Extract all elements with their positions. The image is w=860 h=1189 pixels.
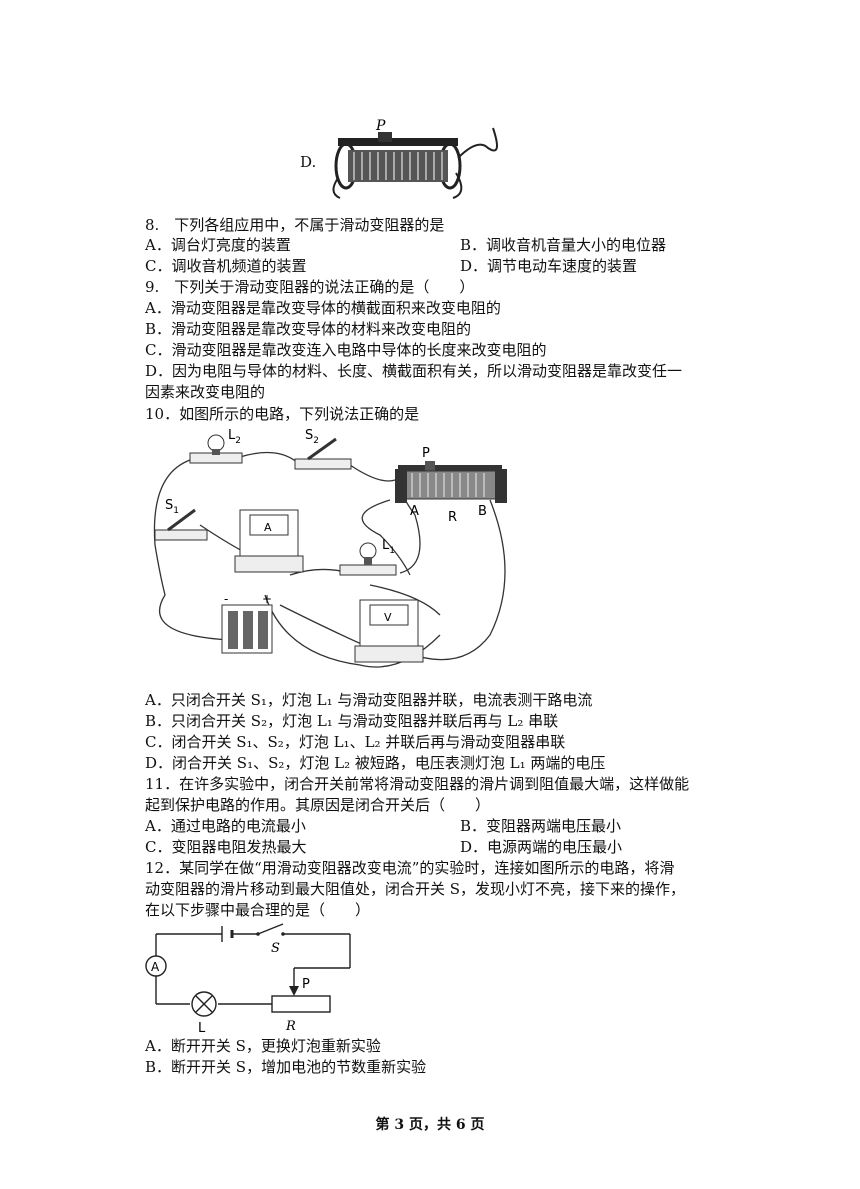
voltmeter: V: [354, 599, 424, 663]
svg-text:R: R: [448, 510, 457, 525]
switch-s2: S2: [294, 428, 352, 470]
q10-circuit-figure: L2 S2 S1 A L1 P: [153, 428, 507, 668]
q11-option-d: D．电源两端的电压最小: [460, 838, 623, 856]
q9-option-b: B．滑动变阻器是靠改变导体的材料来改变电阻的: [145, 320, 472, 338]
page-footer: 第 3 页，共 6 页: [375, 1117, 485, 1133]
q11-option-b: B．变阻器两端电压最小: [460, 817, 622, 835]
svg-text:L2: L2: [228, 428, 241, 446]
ammeter: A: [234, 509, 304, 573]
q10-option-c: C．闭合开关 S₁、S₂，灯泡 L₁、L₂ 并联后再与滑动变阻器串联: [145, 733, 566, 751]
q11-stem-line2: 起到保护电路的作用。其原因是闭合开关后（ ）: [145, 796, 491, 814]
q11-option-a: A．通过电路的电流最小: [145, 817, 306, 835]
svg-text:A: A: [264, 521, 272, 534]
q8-option-d: D．调节电动车速度的装置: [460, 257, 638, 275]
lamp-l1: L1: [339, 538, 397, 576]
svg-text:B: B: [478, 504, 487, 519]
svg-text:L1: L1: [382, 538, 395, 556]
rheostat: P A R B: [395, 446, 507, 525]
svg-text:+: +: [262, 592, 272, 606]
q8-option-c: C．调收音机频道的装置: [145, 257, 307, 275]
q9-stem: 9. 下列关于滑动变阻器的说法正确的是（ ）: [145, 278, 475, 296]
q11-stem-line1: 11．在许多实验中，闭合开关前常将滑动变阻器的滑片调到阻值最大端，这样做能: [145, 775, 690, 793]
rheostat-image: P: [332, 118, 498, 199]
q12-option-a: A．断开开关 S，更换灯泡重新实验: [145, 1037, 381, 1055]
q8-option-b: B．调收音机音量大小的电位器: [460, 236, 667, 254]
q12-stem-line2: 动变阻器的滑片移动到最大阻值处，闭合开关 S，发现小灯不亮，接下来的操作，: [145, 880, 686, 898]
q11-option-c: C．变阻器电阻发热最大: [145, 838, 307, 856]
q8-stem: 8. 下列各组应用中，不属于滑动变阻器的是: [145, 216, 445, 234]
svg-text:S2: S2: [305, 428, 319, 446]
q12-stem-line1: 12．某同学在做“用滑动变阻器改变电流”的实验时，连接如图所示的电路，将滑: [145, 859, 675, 877]
svg-text:S: S: [271, 941, 280, 956]
q12-stem-line3: 在以下步骤中最合理的是（ ）: [145, 901, 371, 919]
q9-option-c: C．滑动变阻器是靠改变连入电路中导体的长度来改变电阻的: [145, 341, 547, 359]
svg-text:P: P: [375, 118, 386, 134]
battery: - +: [221, 592, 273, 654]
q9-option-d-line1: D．因为电阻与导体的材料、长度、横截面积有关，所以滑动变阻器是靠改变任一: [145, 362, 683, 380]
svg-text:A: A: [410, 504, 419, 519]
svg-text:V: V: [384, 611, 392, 624]
svg-text:A: A: [151, 960, 160, 974]
lamp-l2: L2: [189, 428, 243, 464]
q10-option-d: D．闭合开关 S₁、S₂，灯泡 L₂ 被短路，电压表测灯泡 L₁ 两端的电压: [145, 754, 606, 772]
svg-text:R: R: [285, 1019, 296, 1034]
svg-text:P: P: [302, 977, 310, 992]
q12-option-b: B．断开开关 S，增加电池的节数重新实验: [145, 1058, 427, 1076]
q9-option-a: A．滑动变阻器是靠改变导体的横截面积来改变电阻的: [145, 299, 501, 317]
q9-option-d-line2: 因素来改变电阻的: [145, 383, 266, 401]
q7-option-d: D.: [300, 153, 317, 171]
q8-option-a: A．调台灯亮度的装置: [145, 236, 291, 254]
q10-stem: 10．如图所示的电路，下列说法正确的是: [145, 405, 420, 423]
svg-text:-: -: [224, 592, 228, 606]
q10-option-a: A．只闭合开关 S₁，灯泡 L₁ 与滑动变阻器并联，电流表测干路电流: [145, 691, 593, 709]
switch-s1: S1: [154, 498, 208, 541]
svg-text:P: P: [422, 446, 430, 461]
q10-option-b: B．只闭合开关 S₂，灯泡 L₁ 与滑动变阻器并联后再与 L₂ 串联: [145, 712, 559, 730]
q12-circuit-diagram: A S P L R: [145, 923, 351, 1034]
svg-text:L: L: [198, 1021, 206, 1034]
svg-text:S1: S1: [165, 498, 179, 516]
